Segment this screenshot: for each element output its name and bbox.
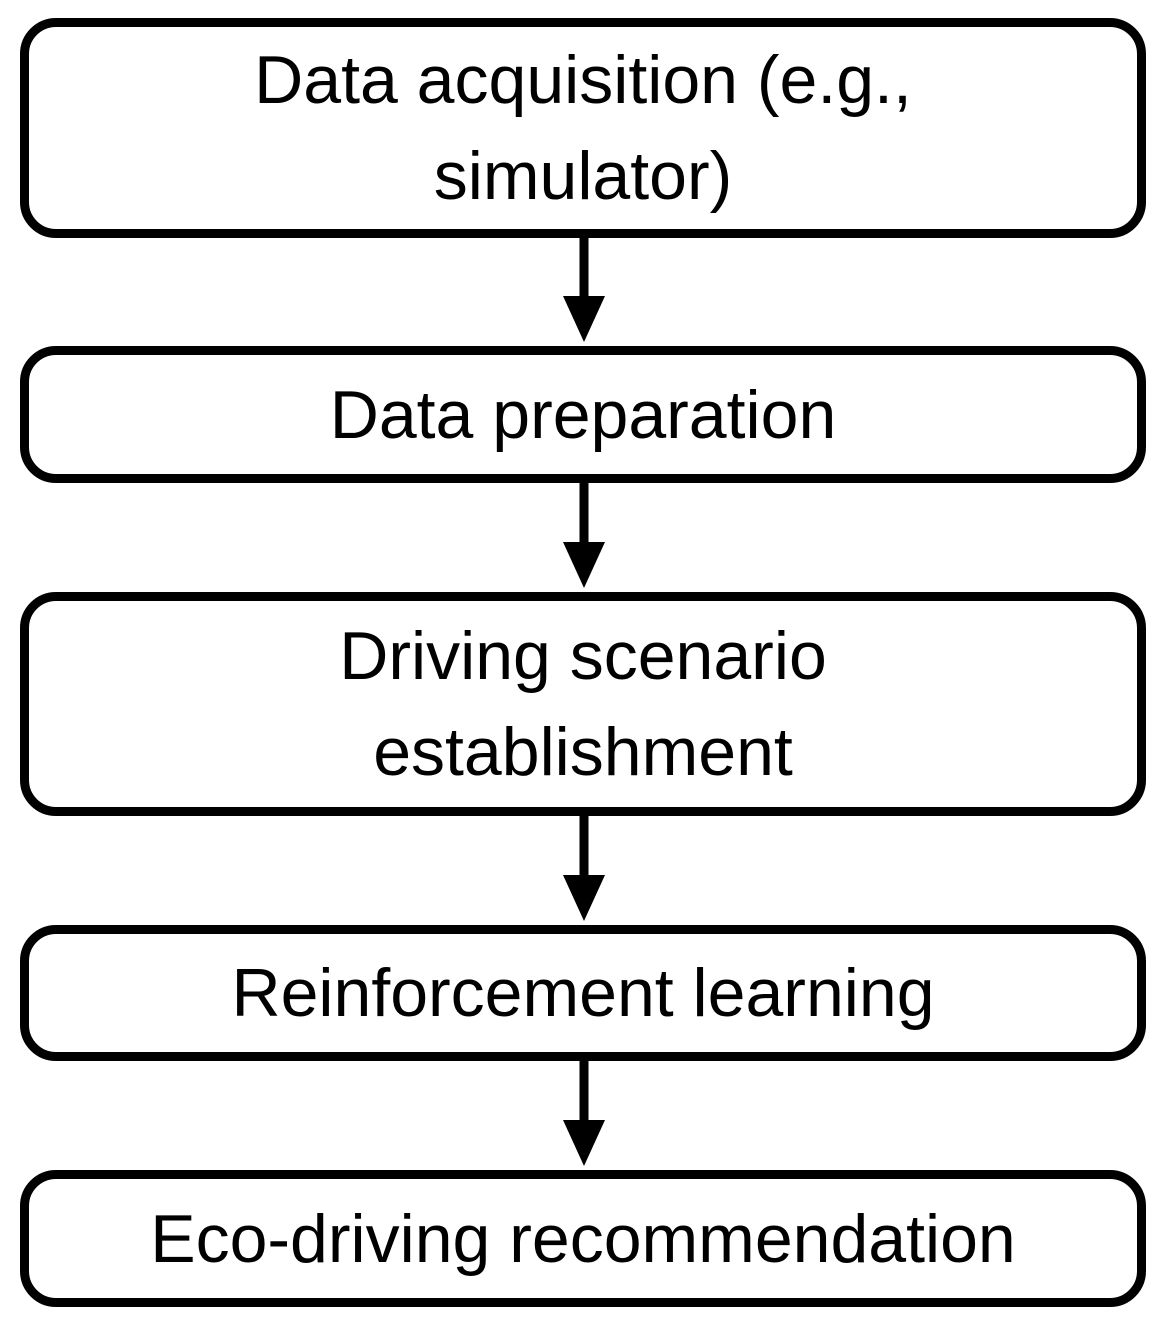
step-data-acquisition: Data acquisition (e.g., simulator)	[20, 18, 1146, 238]
step-label: Reinforcement learning	[231, 955, 935, 1031]
step-label: Data acquisition (e.g., simulator)	[254, 42, 912, 214]
arrow-down-icon	[549, 816, 619, 925]
step-label: Data preparation	[329, 376, 837, 453]
step-reinforcement-learning: Reinforcement learning	[20, 925, 1146, 1061]
arrow-down-icon	[549, 483, 619, 592]
step-label: Driving scenario establishment	[339, 618, 827, 790]
arrow-down-icon	[549, 238, 619, 346]
step-driving-scenario-establishment: Driving scenario establishment	[20, 592, 1146, 816]
step-eco-driving-recommendation: Eco-driving recommendation	[20, 1170, 1146, 1307]
step-label: Eco-driving recommendation	[150, 1200, 1016, 1277]
step-data-preparation: Data preparation	[20, 346, 1146, 483]
arrow-down-icon	[549, 1061, 619, 1170]
